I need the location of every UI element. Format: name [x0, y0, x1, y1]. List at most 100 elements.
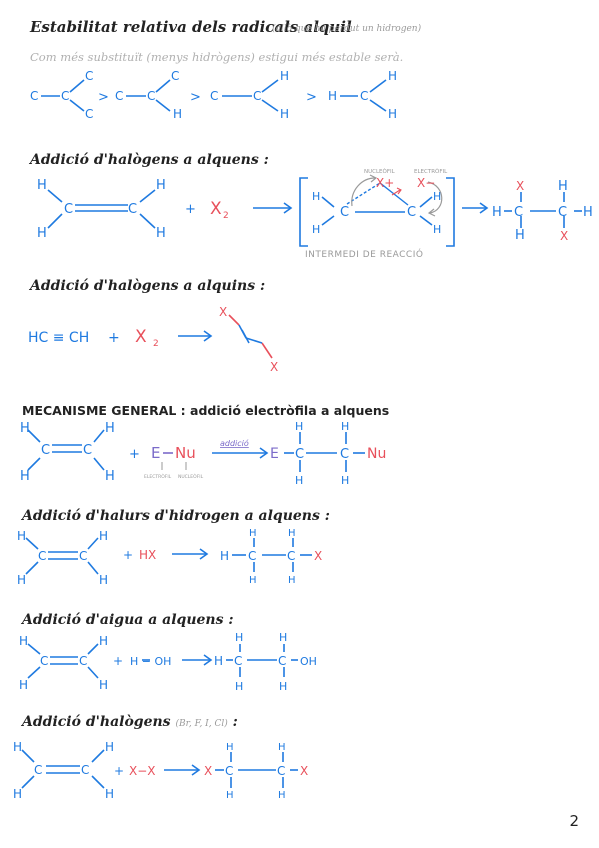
plus-sign: + — [123, 548, 133, 562]
greater-than-sign: > — [306, 90, 317, 105]
atom-h: H — [558, 179, 568, 194]
water-addition-scheme: H H C C H H + H − OH H C C H H H H OH — [19, 631, 317, 693]
halogen-alkene-scheme: H H C C H H + H H C C H H H C C H H H X … — [37, 168, 593, 260]
atom-h: H — [388, 69, 397, 83]
atom-h: H — [20, 469, 30, 484]
product-x: X — [516, 179, 524, 193]
atom-c: C — [295, 447, 304, 462]
greater-than-sign: > — [98, 90, 109, 105]
plus-sign: + — [114, 764, 124, 778]
product-x: X — [560, 229, 568, 243]
section-note-halogens: (Br, F, I, Cl) — [175, 719, 228, 729]
product-x: X — [219, 305, 227, 319]
atom-c: C — [287, 549, 295, 563]
atom-c: C — [340, 205, 349, 220]
section-title-radical-stability: Estabilitat relativa dels radicals alqui… — [30, 18, 352, 36]
product-h: H — [214, 654, 223, 668]
section-title-halogens: Addició d'halògens (Br, F, I, Cl) : — [22, 714, 238, 730]
atom-h: H — [288, 575, 296, 586]
reagent-water: H − OH — [130, 655, 171, 668]
atom-h: H — [99, 678, 108, 692]
atom-h: H — [312, 223, 320, 236]
atom-h: H — [312, 190, 320, 203]
atom-c: C — [40, 654, 48, 668]
atom-h: H — [20, 421, 30, 436]
atom-h: H — [235, 631, 243, 644]
section-title-mechanism: MECANISME GENERAL : addició electròfila … — [22, 403, 390, 418]
atom-h: H — [288, 528, 296, 539]
atom-c: C — [30, 89, 38, 103]
atom-h: H — [278, 790, 286, 801]
product-e: E — [270, 446, 279, 462]
atom-c: C — [248, 549, 256, 563]
atom-h: H — [235, 680, 243, 693]
reagent-x2-subscript: 2 — [223, 211, 229, 221]
atom-h: H — [341, 474, 349, 487]
intermediate-label: INTERMEDI DE REACCIÓ — [305, 248, 423, 260]
atom-c: C — [83, 443, 92, 458]
atom-c: C — [81, 763, 89, 777]
alkyne-formula: HC ≡ CH — [28, 330, 89, 346]
product-x: X — [270, 360, 278, 374]
label-electrofil: ELECTRÒFIL — [144, 473, 172, 480]
atom-h: H — [13, 787, 22, 801]
atom-h: H — [295, 474, 303, 487]
nucleophile-nu: Nu — [175, 444, 196, 462]
atom-h: H — [105, 787, 114, 801]
greater-than-sign: > — [190, 90, 201, 105]
atom-c: C — [79, 549, 87, 563]
atom-h: H — [341, 420, 349, 433]
radical-carbon: C — [360, 89, 368, 103]
section-title-halogens-text: Addició d'halògens — [22, 714, 171, 730]
section-title-halogen-alkene: Addició d'halògens a alquens : — [30, 152, 269, 168]
electrophile-e: E — [151, 444, 160, 462]
atom-h: H — [99, 529, 108, 543]
atom-c: C — [278, 654, 286, 668]
atom-c: C — [340, 447, 349, 462]
reagent-x2: X — [210, 199, 222, 219]
atom-h: H — [19, 678, 28, 692]
atom-c: C — [210, 89, 218, 103]
atom-h: H — [492, 205, 502, 220]
atom-c: C — [85, 107, 93, 121]
section-note-radical: (allò que ha perdut un hidrogen) — [272, 24, 422, 34]
product-x: X — [314, 549, 322, 563]
atom-c: C — [64, 202, 73, 217]
label-electrofil: ELECTRÒFIL — [414, 168, 448, 175]
product-nu: Nu — [367, 446, 386, 462]
reagent-x-x: X−X — [129, 764, 156, 778]
atom-c: C — [225, 764, 233, 778]
atom-h: H — [105, 740, 114, 754]
atom-h: H — [280, 107, 289, 121]
reagent-x2: X — [135, 327, 147, 347]
atom-c: C — [277, 764, 285, 778]
page-number: 2 — [569, 812, 579, 830]
atom-c: C — [407, 205, 416, 220]
mechanism-scheme: H H C C H H + C C H H H H E Nu ELECTRÒFI… — [20, 420, 386, 487]
atom-h: H — [295, 420, 303, 433]
hydrogen-halide-scheme: H H C C H H + H C C H H H H HX X — [17, 528, 322, 587]
label-nucleofil: NUCLEÒFIL — [178, 473, 204, 480]
atom-c: C — [115, 89, 123, 103]
x-plus: X+ — [376, 176, 394, 190]
atom-c: C — [514, 205, 523, 220]
atom-h: H — [249, 575, 257, 586]
section-title-colon: : — [232, 714, 238, 730]
atom-c: C — [41, 443, 50, 458]
atom-h: H — [279, 631, 287, 644]
atom-h: H — [37, 226, 47, 241]
atom-h: H — [105, 469, 115, 484]
section-title-halogen-alkyne: Addició d'halògens a alquins : — [30, 278, 266, 294]
atom-c: C — [171, 69, 179, 83]
atom-h: H — [280, 69, 289, 83]
radical-carbon: C — [147, 89, 155, 103]
atom-h: H — [17, 573, 26, 587]
reagent-x2-subscript: 2 — [153, 339, 159, 349]
atom-h: H — [433, 223, 441, 236]
atom-h: H — [156, 178, 166, 193]
arrow-label-addicio: addició — [220, 438, 249, 448]
product-x: X — [204, 764, 212, 778]
label-nucleofil: NUCLEÒFIL — [364, 168, 396, 175]
reagent-hx: HX — [139, 548, 156, 562]
atom-h: H — [99, 573, 108, 587]
